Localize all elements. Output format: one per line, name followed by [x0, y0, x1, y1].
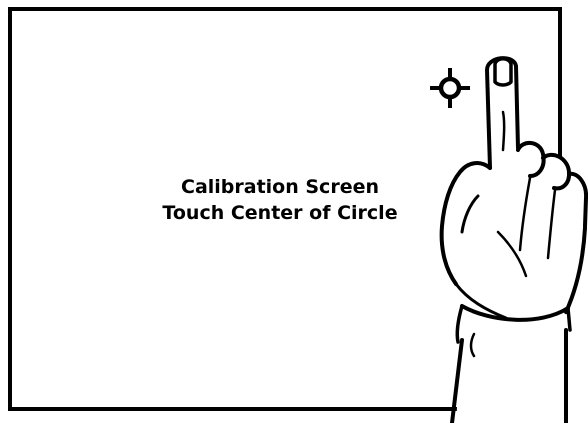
instruction-text: Touch Center of Circle	[150, 200, 410, 226]
calibration-message: Calibration Screen Touch Center of Circl…	[150, 174, 410, 226]
pointing-hand-icon	[420, 48, 588, 423]
screen-title: Calibration Screen	[150, 174, 410, 200]
